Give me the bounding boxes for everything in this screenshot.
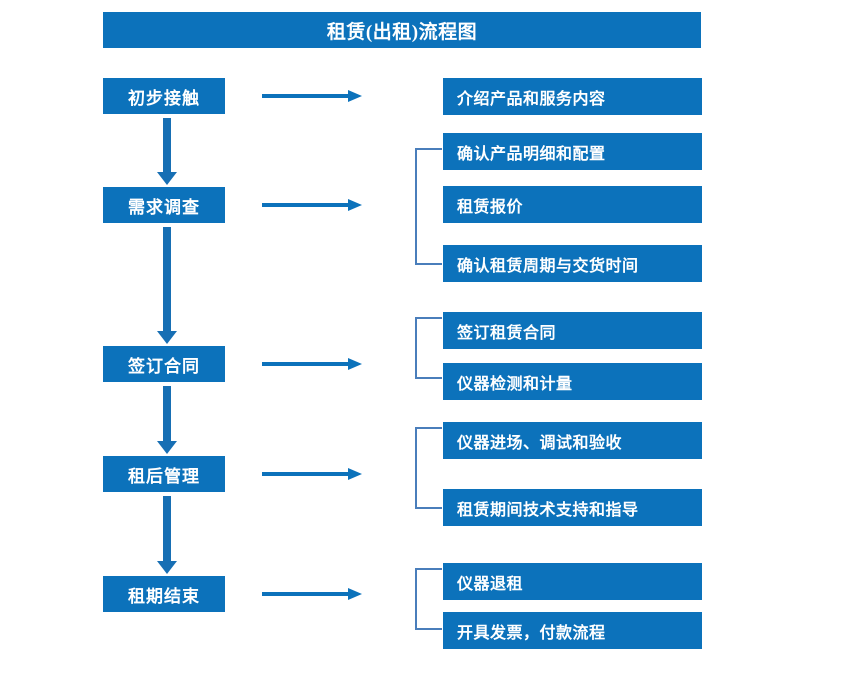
arrow-shaft bbox=[163, 496, 171, 561]
detail-box-1[interactable]: 介绍产品和服务内容 bbox=[443, 78, 702, 115]
stage-box-4[interactable]: 租后管理 bbox=[103, 456, 225, 492]
bracket-connector-3 bbox=[415, 317, 442, 379]
arrow-head bbox=[348, 358, 362, 370]
vertical-arrow-3 bbox=[157, 386, 177, 454]
detail-box-3[interactable]: 租赁报价 bbox=[443, 186, 702, 223]
bracket-connector-5 bbox=[415, 568, 442, 630]
arrow-head bbox=[157, 331, 177, 344]
arrow-head bbox=[348, 199, 362, 211]
horizontal-arrow-5 bbox=[262, 587, 362, 601]
stage-box-5[interactable]: 租期结束 bbox=[103, 576, 225, 612]
horizontal-arrow-3 bbox=[262, 357, 362, 371]
horizontal-arrow-4 bbox=[262, 467, 362, 481]
arrow-shaft bbox=[262, 94, 348, 98]
arrow-shaft bbox=[262, 203, 348, 207]
horizontal-arrow-2 bbox=[262, 198, 362, 212]
arrow-shaft bbox=[163, 386, 171, 441]
page-title: 租赁(出租)流程图 bbox=[103, 12, 701, 48]
horizontal-arrow-1 bbox=[262, 89, 362, 103]
detail-box-6[interactable]: 仪器检测和计量 bbox=[443, 363, 702, 400]
detail-box-4[interactable]: 确认租赁周期与交货时间 bbox=[443, 245, 702, 282]
bracket-connector-2 bbox=[415, 148, 442, 265]
arrow-shaft bbox=[163, 227, 171, 331]
detail-box-2[interactable]: 确认产品明细和配置 bbox=[443, 133, 702, 170]
arrow-shaft bbox=[262, 362, 348, 366]
bracket-connector-4 bbox=[415, 427, 442, 509]
detail-box-9[interactable]: 仪器退租 bbox=[443, 563, 702, 600]
arrow-head bbox=[157, 172, 177, 185]
vertical-arrow-4 bbox=[157, 496, 177, 574]
detail-box-10[interactable]: 开具发票，付款流程 bbox=[443, 612, 702, 649]
arrow-head bbox=[157, 441, 177, 454]
arrow-shaft bbox=[163, 118, 171, 172]
detail-box-8[interactable]: 租赁期间技术支持和指导 bbox=[443, 489, 702, 526]
stage-box-3[interactable]: 签订合同 bbox=[103, 346, 225, 382]
stage-box-2[interactable]: 需求调查 bbox=[103, 187, 225, 223]
detail-box-5[interactable]: 签订租赁合同 bbox=[443, 312, 702, 349]
vertical-arrow-1 bbox=[157, 118, 177, 185]
arrow-head bbox=[348, 90, 362, 102]
arrow-shaft bbox=[262, 592, 348, 596]
arrow-head bbox=[157, 561, 177, 574]
arrow-shaft bbox=[262, 472, 348, 476]
vertical-arrow-2 bbox=[157, 227, 177, 344]
arrow-head bbox=[348, 588, 362, 600]
detail-box-7[interactable]: 仪器进场、调试和验收 bbox=[443, 422, 702, 459]
arrow-head bbox=[348, 468, 362, 480]
stage-box-1[interactable]: 初步接触 bbox=[103, 78, 225, 114]
